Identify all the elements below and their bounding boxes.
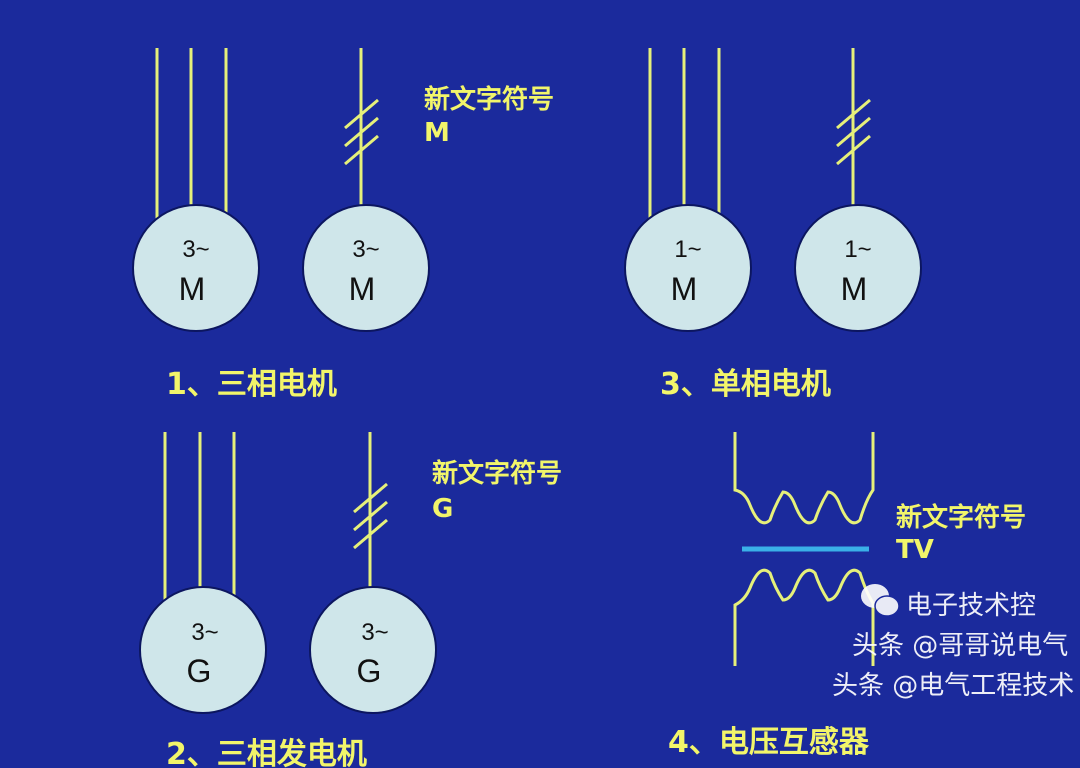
svg-text:3~: 3~ (182, 236, 209, 263)
generator-code: G (432, 494, 453, 524)
svg-text:1~: 1~ (844, 236, 871, 263)
single-phase-motor-singleline: 1~ M (794, 48, 922, 332)
svg-text:3~: 3~ (352, 236, 379, 263)
new-symbol-note: 新文字符号 (432, 458, 562, 489)
svg-text:G: G (357, 653, 382, 689)
new-symbol-note: 新文字符号 (896, 502, 1026, 533)
three-phase-motor-multiline: 3~ M (132, 48, 260, 332)
svg-text:G: G (187, 653, 212, 689)
voltage-transformer (733, 432, 875, 666)
watermark-wechat: 电子技术控 (906, 591, 1036, 621)
label-three-phase-motor: 1、三相电机 (166, 367, 337, 402)
label-three-phase-generator: 2、三相发电机 (166, 737, 367, 768)
svg-text:M: M (841, 271, 868, 307)
label-single-phase-motor: 3、单相电机 (660, 367, 831, 402)
new-symbol-note: 新文字符号 (424, 84, 554, 115)
motor-code: M (424, 118, 450, 148)
motor-circle (132, 204, 260, 332)
three-phase-generator-singleline: 3~ G (309, 432, 437, 714)
label-voltage-transformer: 4、电压互感器 (668, 725, 870, 760)
svg-text:M: M (671, 271, 698, 307)
transformer-code: TV (896, 535, 934, 565)
wechat-icon (861, 584, 900, 617)
svg-text:3~: 3~ (361, 619, 388, 646)
svg-text:3~: 3~ (191, 619, 218, 646)
svg-text:1~: 1~ (674, 236, 701, 263)
single-phase-motor-multiline: 1~ M (624, 48, 752, 332)
svg-text:M: M (179, 271, 206, 307)
watermark-toutiao-1: 头条 @哥哥说电气 (852, 631, 1068, 661)
three-phase-motor-singleline: 3~ M (302, 48, 430, 332)
three-phase-generator-multiline: 3~ G (139, 432, 267, 714)
svg-text:M: M (349, 271, 376, 307)
watermark-toutiao-2: 头条 @电气工程技术 (832, 671, 1074, 701)
